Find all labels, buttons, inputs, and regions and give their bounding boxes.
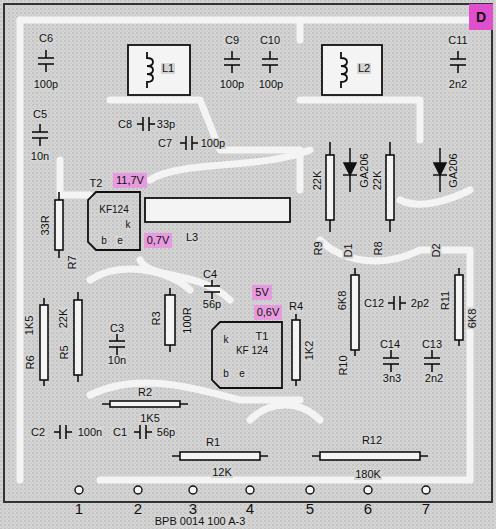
part-label: R11 (441, 289, 452, 310)
voltage-value: 11,7V (116, 174, 144, 186)
value-label: 56p (156, 427, 176, 438)
pin-letter: b (222, 369, 230, 379)
value-label: 1K2 (304, 339, 315, 361)
voltage-value: 0,7V (147, 234, 170, 246)
value-label: 100R (181, 306, 192, 334)
pin-letter: k (125, 220, 132, 230)
part-label: C10 (259, 35, 281, 46)
part-label: R5 (59, 344, 70, 360)
sheet-tag: D (469, 4, 493, 30)
board-code: BPB 0014 100 A-3 (154, 516, 247, 527)
part-label: L1 (161, 63, 175, 74)
solder-pad (75, 486, 430, 494)
part-label: C4 (202, 269, 218, 280)
sheet-letter: D (476, 9, 486, 25)
value-label: 22K (312, 169, 323, 191)
part-label: D1 (343, 242, 354, 258)
value-label: 22K (58, 307, 69, 329)
part-label: C13 (421, 339, 443, 350)
value-label: 100p (258, 79, 284, 90)
part-label: T1 (255, 331, 270, 342)
diode-symbol (343, 148, 447, 192)
part-label: L3 (185, 232, 199, 243)
value-label: KF 124 (235, 346, 269, 356)
part-label: R1 (205, 437, 221, 448)
part-label: R3 (151, 310, 162, 326)
voltage-highlight: 11,7V (113, 173, 147, 188)
pin-letter: e (116, 236, 124, 246)
value-label: 12K (211, 467, 233, 478)
value-label: 10n (30, 151, 50, 162)
part-label: R7 (67, 254, 78, 270)
value-label: 2n2 (424, 373, 444, 384)
part-label: C9 (224, 35, 240, 46)
part-label: C7 (157, 138, 173, 149)
copper-traces (20, 20, 470, 480)
voltage-highlight: 0,6V (254, 305, 283, 320)
pin-letter: k (223, 335, 230, 345)
pin-number: 4 (245, 501, 255, 516)
coil-symbol (128, 45, 382, 95)
value-label: KF124 (98, 205, 129, 215)
part-label: C3 (109, 323, 125, 334)
value-label: 33p (156, 119, 176, 130)
value-label: 100p (33, 79, 59, 90)
value-label: 180K (354, 469, 382, 480)
value-label: 56p (202, 299, 222, 310)
part-label: C5 (32, 109, 48, 120)
value-label: GA206 (448, 152, 459, 188)
part-label: R10 (338, 354, 349, 376)
pin-number: 5 (305, 501, 315, 516)
part-label: R2 (137, 387, 153, 398)
part-label: R6 (25, 354, 36, 370)
pin-number: 2 (133, 501, 143, 516)
voltage-value: 0,6V (257, 306, 280, 318)
part-label: C6 (38, 33, 54, 44)
value-label: 100n (77, 427, 103, 438)
value-label: 6K8 (467, 307, 478, 329)
board-outline (4, 4, 492, 502)
part-label: R4 (288, 301, 304, 312)
part-label: C8 (117, 119, 133, 130)
value-label: 10n (107, 355, 127, 366)
value-label: GA206 (359, 152, 370, 188)
pin-letter: e (238, 369, 246, 379)
value-label: 3n3 (382, 373, 402, 384)
part-label: C14 (379, 339, 401, 350)
part-label: R9 (313, 240, 324, 256)
value-label: 6K8 (337, 289, 348, 311)
value-label: 100p (200, 138, 226, 149)
capacitor-symbol (32, 50, 466, 439)
value-label: 100p (219, 79, 245, 90)
part-label: R8 (373, 240, 384, 256)
part-label: L2 (357, 63, 371, 74)
part-label: D2 (431, 242, 442, 258)
inductor-symbol (145, 198, 290, 222)
part-label: T2 (89, 178, 104, 189)
voltage-highlight: 5V (252, 285, 271, 300)
value-label: 1K5 (24, 314, 35, 336)
value-label: 22K (372, 169, 383, 191)
pin-number: 3 (188, 501, 198, 516)
value-label: 1K5 (139, 413, 161, 424)
part-label: C2 (30, 427, 46, 438)
voltage-highlight: 0,7V (144, 233, 173, 248)
value-label: 2p2 (410, 298, 430, 309)
pin-number: 7 (421, 501, 431, 516)
value-label: 2n2 (448, 79, 468, 90)
value-label: 33R (40, 214, 51, 236)
part-label: C1 (112, 427, 128, 438)
part-label: R12 (361, 435, 383, 446)
transistor-outline (88, 192, 282, 388)
part-label: C11 (447, 35, 468, 46)
voltage-value: 5V (255, 286, 268, 298)
pin-letter: b (100, 236, 108, 246)
pin-number: 6 (363, 501, 373, 516)
resistor-symbol (40, 142, 463, 460)
part-label: C12 (363, 298, 385, 309)
pin-number: 1 (74, 501, 84, 516)
